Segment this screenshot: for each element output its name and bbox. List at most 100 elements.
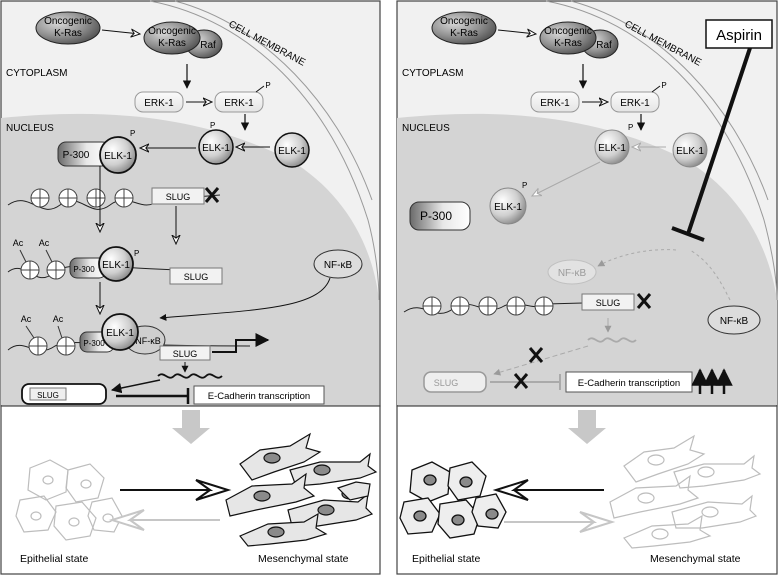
left-mrna xyxy=(157,373,223,379)
left-complex-line1: Oncogenic xyxy=(148,26,196,37)
left-membrane-outer xyxy=(149,0,380,301)
right-nfkb-out xyxy=(707,305,761,335)
left-elk1-2-phospho: P xyxy=(134,249,139,258)
right-p300 xyxy=(409,201,471,231)
left-erk-phospho: P xyxy=(265,81,270,90)
right-elk1-phospho: P xyxy=(628,123,633,132)
left-transcription-start-arrow xyxy=(212,333,270,353)
right-slug-protein xyxy=(423,371,487,393)
aspirin-label: Aspirin xyxy=(716,27,762,44)
left-panel: CELL MEMBRANE CYTOPLASM NUCLEUS Oncogeni… xyxy=(0,0,381,575)
right-mrna-faded xyxy=(587,337,637,343)
right-nucleus-label: NUCLEUS xyxy=(402,123,450,134)
left-p300-elk1-label: ELK-1 xyxy=(104,151,132,162)
left-epithelial-label: Epithelial state xyxy=(20,553,88,565)
right-slug-protein-label: SLUG xyxy=(434,378,459,388)
right-erk1-p xyxy=(610,91,660,113)
left-ac-3b: Ac xyxy=(53,314,64,324)
left-p300-2-label: P-300 xyxy=(73,265,95,274)
right-erk1-label: ERK-1 xyxy=(540,98,570,109)
left-arrow-mrna-to-protein xyxy=(110,379,161,394)
left-slug-gene-1 xyxy=(151,187,205,205)
right-mesenchymal-cells xyxy=(609,434,762,549)
right-elk1-nuc-label: ELK-1 xyxy=(494,202,522,213)
left-epithelial-cells xyxy=(15,459,123,541)
right-membrane-inner xyxy=(570,0,769,201)
right-epithelial-label: Epithelial state xyxy=(412,553,480,565)
left-slug-gene-2-label: SLUG xyxy=(184,272,209,282)
right-slug-gene xyxy=(581,293,635,311)
left-nfkb-3-label: NF-κB xyxy=(135,336,161,346)
left-elk1 xyxy=(274,132,310,168)
right-raf-label: Raf xyxy=(596,40,612,51)
right-complex-line2: K-Ras xyxy=(554,38,582,49)
aspirin-inhibit-bar xyxy=(671,226,705,242)
left-raf-label: Raf xyxy=(200,40,216,51)
left-p300-3-label: P-300 xyxy=(83,339,105,348)
left-ac-3a: Ac xyxy=(21,314,32,324)
right-arrow-elk-to-nucleus xyxy=(532,161,601,196)
right-elk1-nuc-phospho: P xyxy=(522,181,527,190)
right-arrow-nfkb-dashed xyxy=(597,249,677,267)
left-mesenchymal-cells xyxy=(225,432,378,547)
left-kras-line1: Oncogenic xyxy=(44,16,92,27)
left-erk1-p xyxy=(214,91,264,113)
right-arrow-kras-to-complex xyxy=(497,30,536,34)
left-erk-phospho-stem xyxy=(255,85,265,93)
right-erk-phospho-stem xyxy=(651,85,661,93)
right-up-arrows xyxy=(691,368,733,394)
left-p300-elk1 xyxy=(99,136,137,174)
left-down-arrow xyxy=(172,410,210,444)
right-erk1 xyxy=(530,91,580,113)
right-nucleosomes xyxy=(422,296,554,316)
left-mesenchymal-label: Mesenchymal state xyxy=(258,553,349,565)
left-ac-stem-3a xyxy=(25,325,35,339)
left-slug-protein-label: SLUG xyxy=(37,391,59,400)
left-p300-elk1-phospho: P xyxy=(130,129,135,138)
right-cytoplasm-label: CYTOPLASM xyxy=(402,68,464,79)
left-arrow-kras-to-complex xyxy=(101,30,140,34)
right-epithelial-cells xyxy=(399,461,507,539)
left-ac-stem-3b xyxy=(57,325,63,339)
right-elk1 xyxy=(672,132,708,168)
left-erk1-label: ERK-1 xyxy=(144,98,174,109)
aspirin-box xyxy=(705,19,773,49)
left-arrow-to-epithelial-faded xyxy=(108,509,220,531)
right-elk1-p-label: ELK-1 xyxy=(598,143,626,154)
left-elk1-3 xyxy=(101,313,139,351)
right-kras-line1: Oncogenic xyxy=(440,16,488,27)
right-panel: CELL MEMBRANE CYTOPLASM NUCLEUS Aspirin … xyxy=(396,0,778,575)
right-p300-label: P-300 xyxy=(420,209,452,223)
right-ecadherin-label: E-Cadherin transcription xyxy=(578,378,680,389)
left-elk1-3-label: ELK-1 xyxy=(106,328,134,339)
right-kras-in-complex xyxy=(539,21,597,55)
right-elk1-nuc xyxy=(489,187,527,225)
right-arrow-to-epithelial xyxy=(492,479,604,501)
left-nfkb-label: NF-κB xyxy=(324,260,353,271)
left-complex-line2: K-Ras xyxy=(158,38,186,49)
left-ac-2b: Ac xyxy=(39,238,50,248)
aspirin-inhibit-line xyxy=(686,47,752,235)
right-erk1-p-label: ERK-1 xyxy=(620,98,650,109)
left-slug-gene-1-label: SLUG xyxy=(166,192,191,202)
right-down-arrow xyxy=(568,410,606,444)
left-erk1 xyxy=(134,91,184,113)
left-elk1-label: ELK-1 xyxy=(278,146,306,157)
left-nfkb xyxy=(313,249,363,279)
left-arrow-nfkb-to-complex xyxy=(159,277,331,321)
right-nfkb-nuc-label: NF-κB xyxy=(558,268,587,279)
right-elk1-label: ELK-1 xyxy=(676,146,704,157)
right-nucleus-region xyxy=(397,113,777,405)
left-cytoplasm-label: CYTOPLASM xyxy=(6,68,68,79)
left-elk1-p-label: ELK-1 xyxy=(202,143,230,154)
left-slug-gene-3 xyxy=(159,345,211,361)
right-slug-gene-label: SLUG xyxy=(596,298,621,308)
left-ecadherin-label: E-Cadherin transcription xyxy=(208,391,310,402)
right-nfkb-nuc xyxy=(547,259,597,285)
left-x-mark-1 xyxy=(204,187,220,203)
right-oncogenic-kras xyxy=(431,11,497,45)
right-nfkb-out-label: NF-κB xyxy=(720,316,749,327)
left-kras-in-complex xyxy=(143,21,201,55)
right-mesenchymal-label: Mesenchymal state xyxy=(650,553,741,565)
right-complex-line1: Oncogenic xyxy=(544,26,592,37)
